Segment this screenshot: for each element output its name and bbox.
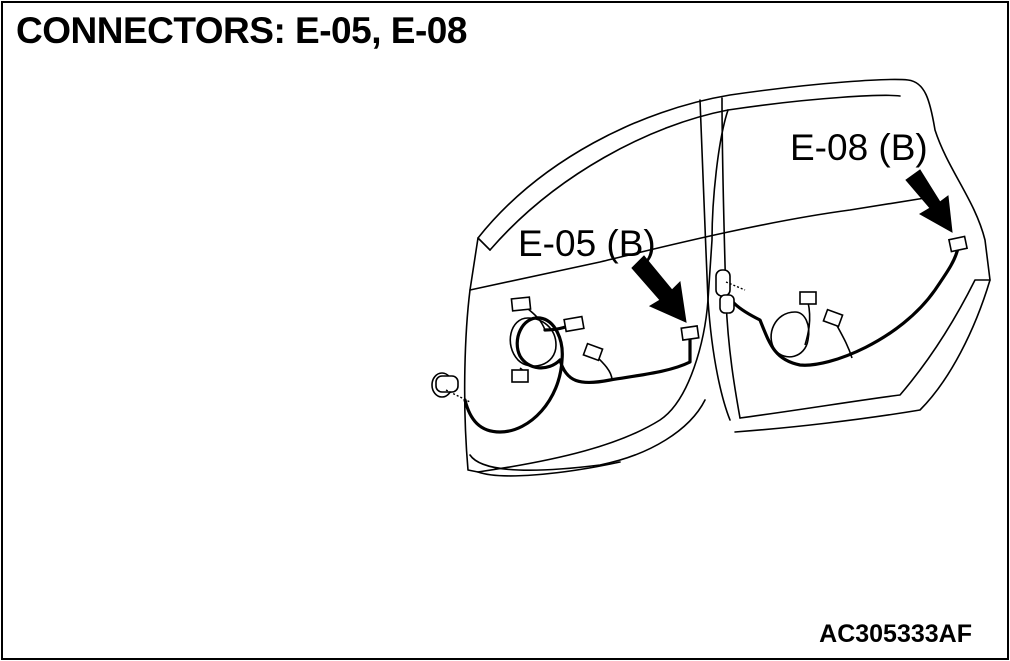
rear-connector-2 bbox=[822, 308, 844, 328]
rear-boot-grommet bbox=[715, 269, 731, 297]
rear-harness-wire bbox=[720, 246, 960, 367]
e05-arrow bbox=[631, 255, 687, 323]
callout-e08: E-08 (B) bbox=[790, 127, 928, 168]
front-connector-1 bbox=[510, 296, 532, 312]
rear-harness-loop bbox=[770, 311, 810, 358]
front-connector-2 bbox=[563, 315, 585, 333]
belt-line bbox=[469, 197, 926, 291]
diagram-title: CONNECTORS: E-05, E-08 bbox=[16, 10, 467, 51]
front-sill bbox=[469, 399, 706, 471]
front-connector-3 bbox=[582, 342, 604, 362]
b-pillar bbox=[699, 99, 731, 421]
connector-e08 bbox=[947, 235, 969, 253]
door-lower-line bbox=[477, 461, 621, 477]
front-connector-4 bbox=[511, 369, 529, 383]
e08-arrow bbox=[905, 169, 953, 233]
front-harness-loop bbox=[509, 317, 557, 367]
front-door-outline bbox=[463, 109, 729, 473]
roof-outline bbox=[477, 78, 991, 281]
connector-e05 bbox=[680, 325, 700, 341]
callout-e05: E-05 (B) bbox=[518, 223, 656, 264]
front-harness-wire bbox=[463, 316, 692, 434]
rear-connector-1 bbox=[799, 291, 817, 305]
figure-id: AC305333AF bbox=[819, 620, 972, 648]
rear-door-outline bbox=[734, 279, 991, 433]
b-pillar-inner bbox=[721, 97, 741, 419]
roof-inner-outline bbox=[489, 94, 901, 251]
